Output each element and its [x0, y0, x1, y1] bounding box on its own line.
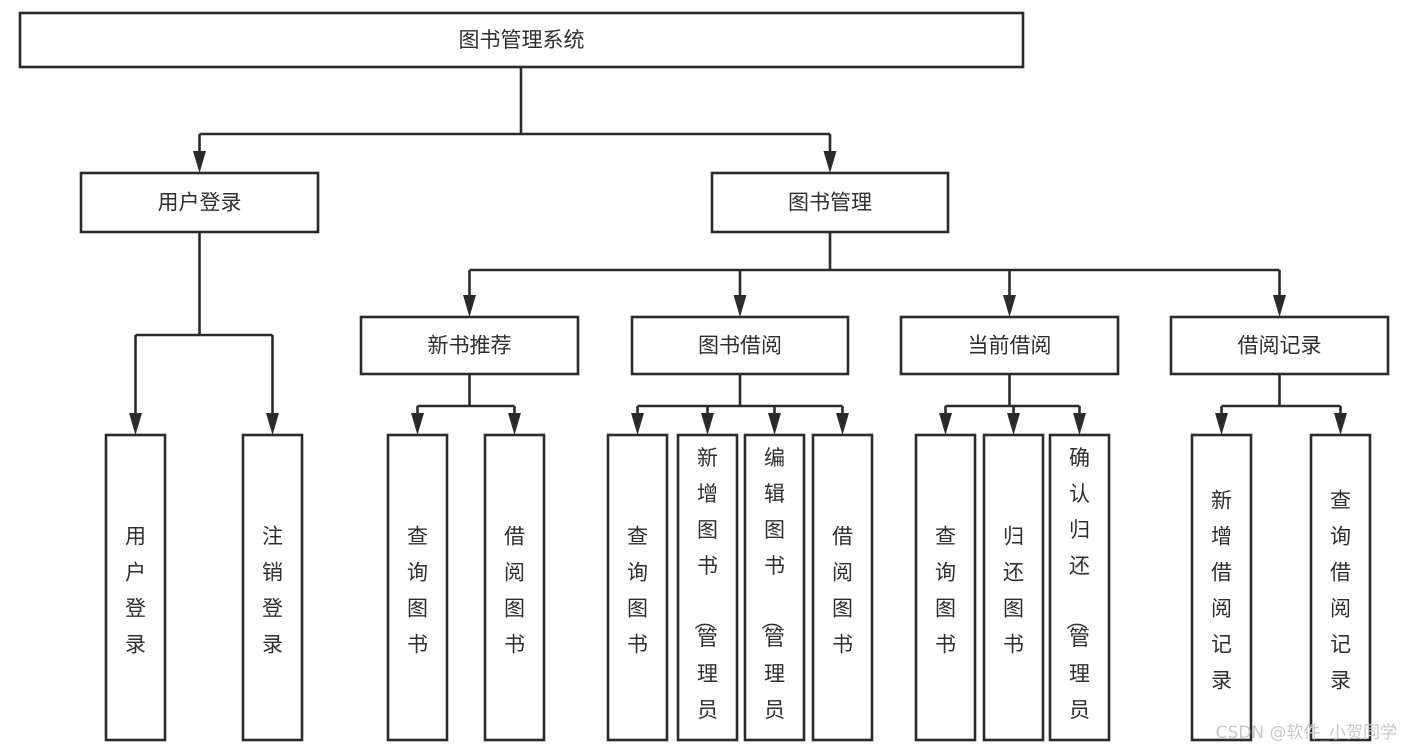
node-book-manage[interactable]: 图书管理: [710, 171, 950, 234]
node-leaf-edit-book[interactable]: 编辑图书（管理员）: [743, 433, 806, 747]
node-label-root: 图书管理系统: [459, 28, 585, 52]
node-box-leaf-borrow-book-2[interactable]: [811, 433, 874, 742]
node-user-login[interactable]: 用户登录: [79, 171, 320, 234]
node-leaf-confirm-return[interactable]: 确认归还（管理员）: [1048, 433, 1111, 747]
node-label-new-book-recommend: 新书推荐: [428, 334, 512, 358]
node-leaf-borrow-book-2[interactable]: 借阅图书: [811, 433, 874, 742]
node-box-leaf-confirm-return[interactable]: [1048, 433, 1111, 742]
node-leaf-query-book-1[interactable]: 查询图书: [386, 433, 449, 742]
connector-userlogin-to-leaves: [129, 232, 279, 435]
node-borrow-record[interactable]: 借阅记录: [1169, 315, 1390, 376]
connector-recommend-to-leaves: [411, 374, 521, 435]
connector-current-to-leaves: [939, 374, 1086, 435]
node-current-borrow[interactable]: 当前借阅: [899, 315, 1120, 376]
node-label-leaf-confirm-return: 确认归还（管理员）: [1064, 446, 1090, 747]
node-label-leaf-borrow-book-2: 借阅图书: [832, 525, 853, 657]
node-root[interactable]: 图书管理系统: [18, 11, 1025, 69]
node-box-new-book-recommend[interactable]: [359, 315, 580, 376]
node-book-borrow[interactable]: 图书借阅: [630, 315, 850, 376]
node-leaf-user-logout[interactable]: 注销登录: [241, 433, 304, 742]
node-box-leaf-add-book[interactable]: [676, 433, 739, 742]
node-box-leaf-query-book-1[interactable]: [386, 433, 449, 742]
node-leaf-add-book[interactable]: 新增图书（管理员）: [676, 433, 739, 747]
node-label-leaf-user-login: 用户登录: [125, 525, 146, 657]
watermark-text: CSDN @软件_小贺同学: [1215, 723, 1397, 743]
node-box-user-login[interactable]: [79, 171, 320, 234]
node-label-book-manage: 图书管理: [788, 191, 872, 215]
node-new-book-recommend[interactable]: 新书推荐: [359, 315, 580, 376]
node-label-book-borrow: 图书借阅: [698, 334, 782, 358]
node-label-leaf-user-logout: 注销登录: [262, 525, 283, 657]
node-box-leaf-query-book-3[interactable]: [914, 433, 977, 742]
node-box-leaf-user-logout[interactable]: [241, 433, 304, 742]
node-label-leaf-query-record: 查询借阅记录: [1330, 489, 1351, 693]
node-leaf-add-record[interactable]: 新增借阅记录: [1190, 433, 1253, 742]
node-box-book-manage[interactable]: [710, 171, 950, 234]
node-box-leaf-add-record[interactable]: [1190, 433, 1253, 742]
node-leaf-query-book-2[interactable]: 查询图书: [606, 433, 669, 742]
node-box-leaf-edit-book[interactable]: [743, 433, 806, 742]
node-label-leaf-add-record: 新增借阅记录: [1211, 489, 1232, 693]
node-leaf-return-book[interactable]: 归还图书: [982, 433, 1045, 742]
node-box-current-borrow[interactable]: [899, 315, 1120, 376]
node-label-current-borrow: 当前借阅: [968, 334, 1052, 358]
connector-borrow-to-leaves: [631, 374, 849, 435]
node-label-borrow-record: 借阅记录: [1238, 334, 1322, 358]
node-leaf-borrow-book-1[interactable]: 借阅图书: [483, 433, 546, 742]
node-box-leaf-borrow-book-1[interactable]: [483, 433, 546, 742]
node-leaf-query-book-3[interactable]: 查询图书: [914, 433, 977, 742]
node-label-leaf-query-book-3: 查询图书: [935, 525, 956, 657]
node-box-root[interactable]: [18, 11, 1025, 69]
node-label-leaf-query-book-2: 查询图书: [627, 525, 648, 657]
connector-root-to-level2: [193, 67, 837, 173]
node-label-leaf-edit-book: 编辑图书（管理员）: [759, 446, 785, 747]
connector-record-to-leaves: [1215, 374, 1347, 435]
connectors-layer: [129, 67, 1347, 435]
node-label-leaf-add-book: 新增图书（管理员）: [692, 446, 718, 747]
node-leaf-query-record[interactable]: 查询借阅记录: [1309, 433, 1372, 742]
node-box-leaf-query-book-2[interactable]: [606, 433, 669, 742]
node-box-leaf-user-login[interactable]: [104, 433, 167, 742]
node-box-book-borrow[interactable]: [630, 315, 850, 376]
node-label-leaf-return-book: 归还图书: [1003, 525, 1024, 657]
node-box-borrow-record[interactable]: [1169, 315, 1390, 376]
node-label-leaf-borrow-book-1: 借阅图书: [504, 525, 525, 657]
nodes-layer: 图书管理系统用户登录图书管理新书推荐图书借阅当前借阅借阅记录用户登录注销登录查询…: [18, 11, 1390, 747]
node-box-leaf-return-book[interactable]: [982, 433, 1045, 742]
node-label-user-login: 用户登录: [158, 191, 242, 215]
node-leaf-user-login[interactable]: 用户登录: [104, 433, 167, 742]
connector-bookmanage-to-level3: [463, 232, 1286, 317]
node-label-leaf-query-book-1: 查询图书: [407, 525, 428, 657]
node-box-leaf-query-record[interactable]: [1309, 433, 1372, 742]
